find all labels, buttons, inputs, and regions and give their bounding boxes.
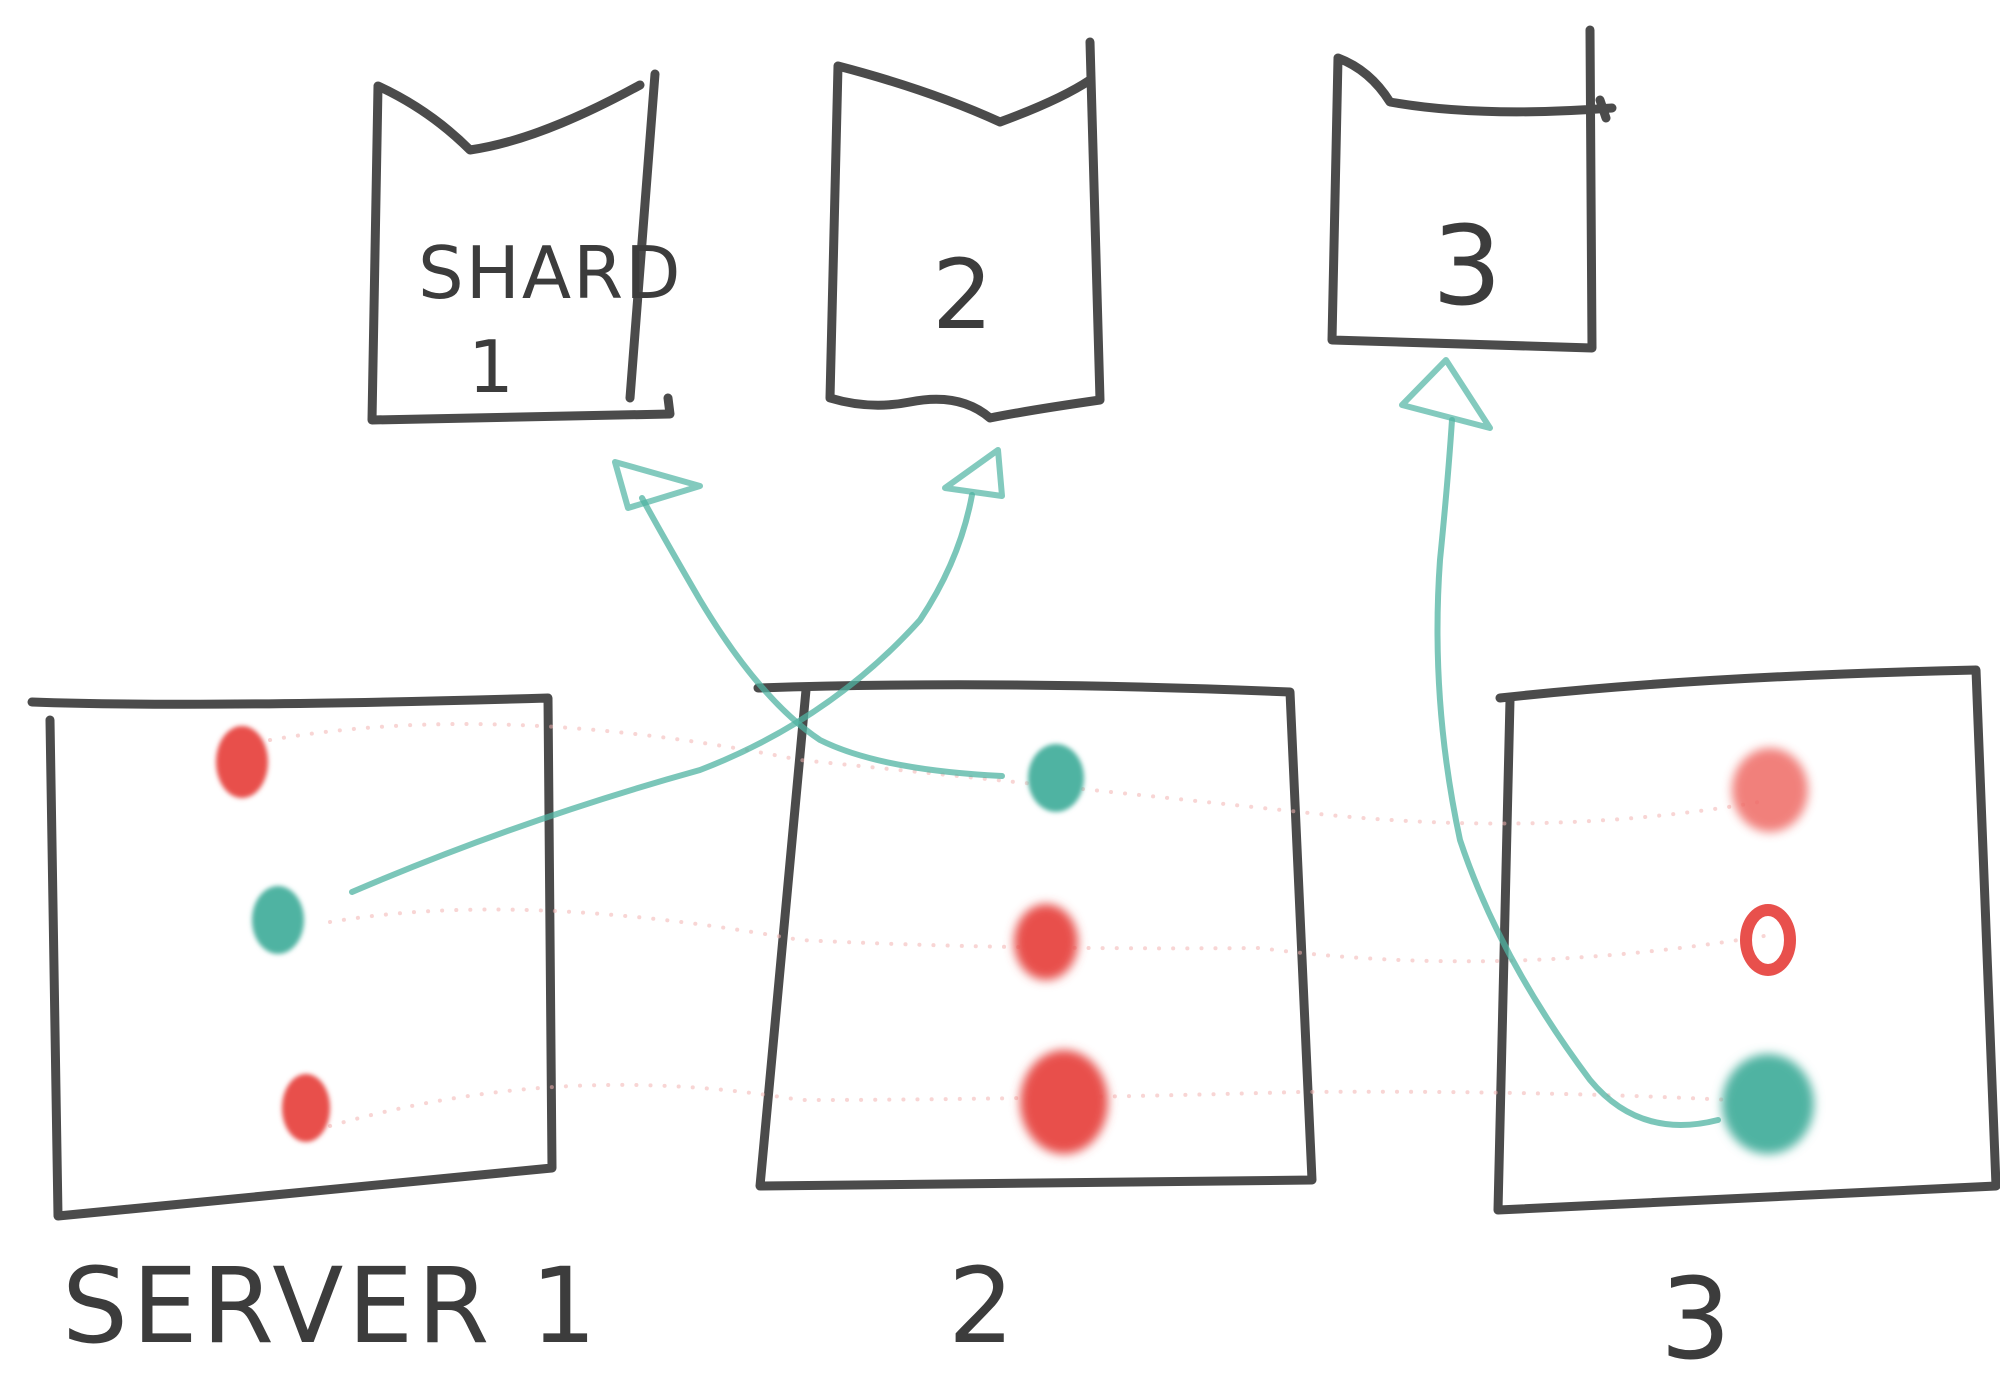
server2-item-teal <box>1028 744 1084 812</box>
server3-item-teal <box>1722 1054 1814 1154</box>
server-3 <box>1493 665 2000 1215</box>
server1-item-red-2 <box>282 1074 330 1142</box>
arrow-server3-to-shard3 <box>1434 417 1721 1128</box>
server-1 <box>27 693 557 1221</box>
dotted-connections <box>268 722 1772 1128</box>
server-2-label: 2 <box>948 1245 1014 1367</box>
shard-2-number: 2 <box>932 239 993 351</box>
server-1-outline <box>27 693 557 1221</box>
server3-item-red-1 <box>1732 748 1808 832</box>
arrow-server1-to-shard2-head <box>942 447 1005 499</box>
arrow-server3-to-shard3-head <box>1399 357 1493 431</box>
server-3-outline <box>1493 665 2000 1215</box>
shard-3-number: 3 <box>1432 202 1502 330</box>
dotted-row-1 <box>268 722 1772 826</box>
server1-item-red-1 <box>216 726 268 798</box>
shard-2: 2 <box>825 37 1105 423</box>
shard-1-number: 1 <box>468 325 514 409</box>
shard-3-outline <box>1327 25 1617 353</box>
shard-3: 3 <box>1327 25 1617 353</box>
arrow-server1-to-shard2 <box>349 492 975 895</box>
server1-item-teal <box>252 886 304 954</box>
teal-arrows <box>349 357 1721 1128</box>
shard-1-word: SHARD <box>418 231 683 315</box>
arrow-server2-to-shard1 <box>639 495 1005 779</box>
server3-item-red-2 <box>1740 904 1796 976</box>
server-1-label: SERVER 1 <box>62 1245 601 1367</box>
shard-1-outline <box>367 69 675 425</box>
arrow-server2-to-shard1-head <box>612 459 703 511</box>
data-items <box>216 726 1814 1154</box>
server-2-outline <box>753 680 1317 1191</box>
server-3-label: 3 <box>1660 1255 1731 1385</box>
shard-1: SHARD 1 <box>367 69 683 425</box>
dotted-row-3 <box>328 1082 1772 1128</box>
server2-item-red-1 <box>1014 904 1078 980</box>
server2-item-red-2 <box>1020 1050 1108 1154</box>
server-2 <box>753 680 1317 1191</box>
shard-2-outline <box>825 37 1105 423</box>
